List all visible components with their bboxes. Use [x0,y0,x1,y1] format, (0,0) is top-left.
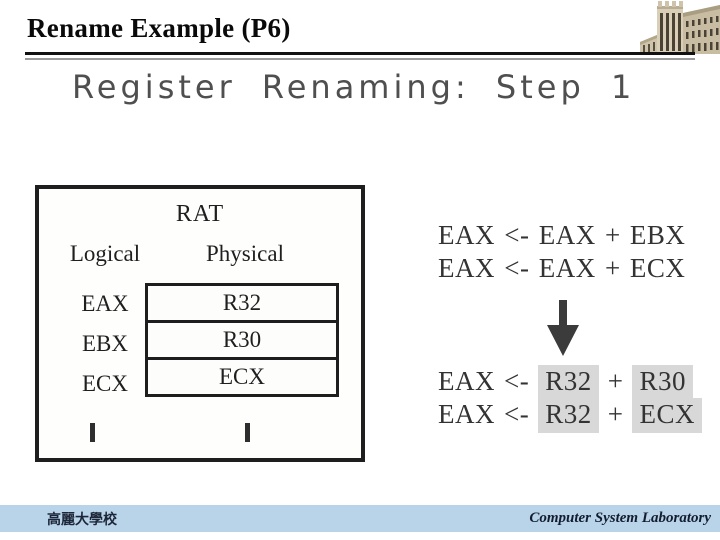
instruction-line: EAX <- EAX + EBX [438,220,686,250]
renamed-register-highlight: R32 [538,365,599,400]
instruction-line: EAX <- EAX + ECX [438,253,686,283]
physical-register-cell: R32 [145,283,339,323]
instructions-before-rename: EAX <- EAX + EBX EAX <- EAX + ECX [438,219,685,285]
footer-lab-name: Computer System Laboratory [529,510,711,526]
page-title: Rename Example (P6) [27,13,291,43]
footer-university-name: 高麗大學校 [47,512,117,528]
column-header-logical: Logical [69,241,141,266]
physical-register-stack: R32 R30 ECX [145,283,339,397]
logical-register-ecx: ECX [82,371,128,396]
plus-operator: + [607,399,624,429]
plus-operator: + [607,366,624,396]
renamed-register-highlight: ECX [632,398,702,433]
renamed-register-highlight: R30 [632,365,693,400]
assign-operator: <- [504,366,530,396]
logical-register-ebx: EBX [82,331,128,356]
column-header-physical: Physical [206,241,284,266]
dest-register: EAX [438,399,495,429]
physical-register-cell: ECX [145,357,339,397]
title-underline-shadow [25,58,695,60]
footer-bar: 高麗大學校 Computer System Laboratory [0,505,720,532]
instruction-line: EAX <- R32 + R30 [438,365,702,400]
university-building-image [640,1,720,54]
physical-register-cell: R30 [145,320,339,360]
renamed-register-highlight: R32 [538,398,599,433]
assign-operator: <- [504,399,530,429]
continuation-tick-physical [245,423,250,442]
instruction-line: EAX <- R32 + ECX [438,398,702,433]
title-underline [25,52,695,55]
dest-register: EAX [438,366,495,396]
continuation-tick-logical [90,423,95,442]
rat-table: RAT Logical Physical EAX EBX ECX R32 R30… [35,185,365,462]
instructions-after-rename: EAX <- R32 + R30 EAX <- R32 + ECX [438,365,702,433]
down-arrow-icon [547,300,579,356]
rat-title: RAT [175,201,225,227]
logical-register-eax: EAX [81,291,129,316]
slide-heading: Register Renaming: Step 1 [72,68,636,106]
